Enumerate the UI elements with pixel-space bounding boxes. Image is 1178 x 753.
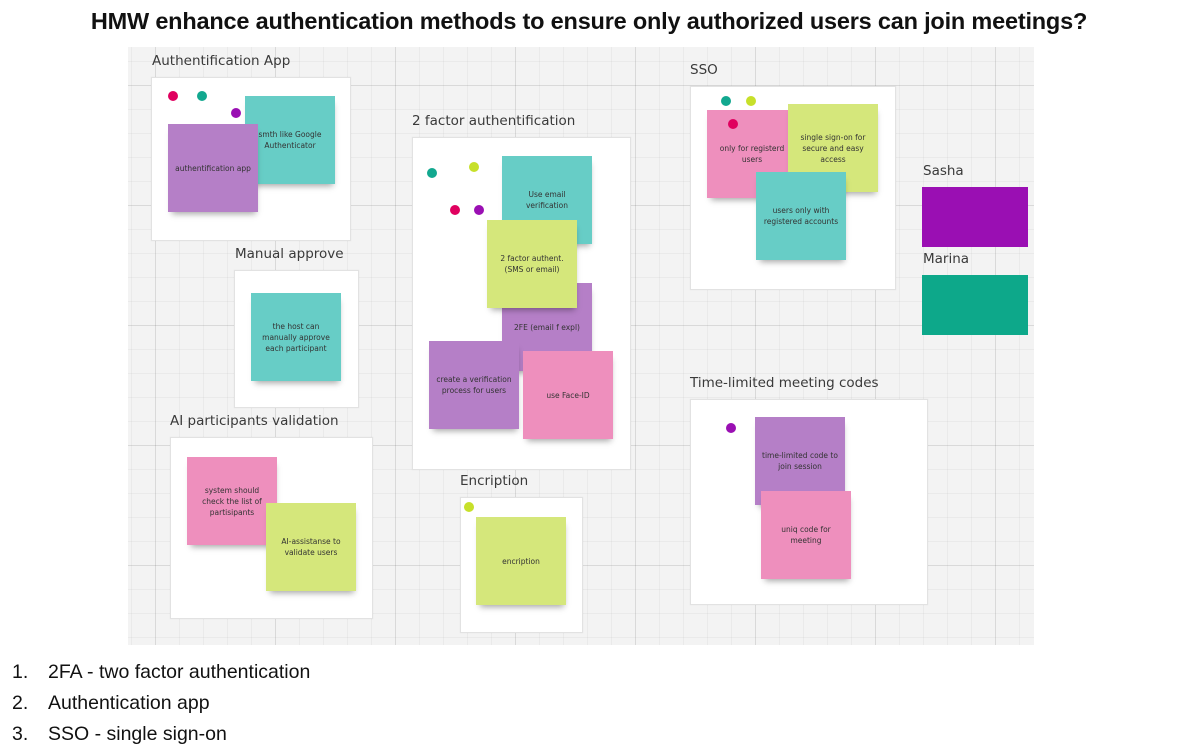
vote-dot — [168, 91, 178, 101]
vote-dot — [728, 119, 738, 129]
sticky-note[interactable]: uniq code for meeting — [761, 491, 851, 579]
frame-title-encription: Encription — [460, 473, 529, 489]
sticky-note[interactable]: create a verification process for users — [429, 341, 519, 429]
vote-dot — [726, 423, 736, 433]
frame-time-limited[interactable]: time-limited code to join session uniq c… — [690, 399, 928, 605]
frame-title-time-limited: Time-limited meeting codes — [690, 375, 879, 391]
frame-title-auth-app: Authentification App — [152, 53, 291, 69]
list-item: 1.2FA - two factor authentication — [12, 661, 311, 683]
vote-dot — [427, 168, 437, 178]
vote-dot — [746, 96, 756, 106]
frame-title-ai: AI participants validation — [170, 413, 339, 429]
sticky-note[interactable]: users only with registered accounts — [756, 172, 846, 260]
legend-label-sasha: Sasha — [923, 163, 964, 179]
frame-2fa[interactable]: Use email verification 2FE (email f expl… — [412, 137, 631, 470]
legend-swatch-sasha — [922, 187, 1028, 247]
frame-title-sso: SSO — [690, 62, 718, 78]
vote-dot — [464, 502, 474, 512]
list-item: 2.Authentication app — [12, 692, 210, 714]
frame-auth-app[interactable]: smth like Google Authenticator authentif… — [151, 77, 351, 241]
frame-manual[interactable]: the host can manually approve each parti… — [234, 270, 359, 408]
sticky-note[interactable]: 2 factor authent. (SMS or email) — [487, 220, 577, 308]
frame-title-2fa: 2 factor authentification — [412, 113, 576, 129]
vote-dot — [469, 162, 479, 172]
sticky-note[interactable]: system should check the list of partisip… — [187, 457, 277, 545]
frame-sso[interactable]: only for registerd users single sign-on … — [690, 86, 896, 290]
vote-dot — [450, 205, 460, 215]
sticky-note[interactable]: authentification app — [168, 124, 258, 212]
sticky-note[interactable]: encription — [476, 517, 566, 605]
priority-list: 1.2FA - two factor authentication 2.Auth… — [12, 657, 310, 750]
vote-dot — [231, 108, 241, 118]
sticky-note[interactable]: use Face-ID — [523, 351, 613, 439]
frame-ai[interactable]: system should check the list of partisip… — [170, 437, 373, 619]
sticky-note[interactable]: the host can manually approve each parti… — [251, 293, 341, 381]
frame-title-manual: Manual approve — [235, 246, 344, 262]
sticky-note[interactable]: AI-assistanse to validate users — [266, 503, 356, 591]
page-title: HMW enhance authentication methods to en… — [90, 8, 1088, 34]
frame-encription[interactable]: encription — [460, 497, 583, 633]
vote-dot — [474, 205, 484, 215]
whiteboard-canvas[interactable]: Authentification App smth like Google Au… — [128, 47, 1034, 645]
legend-label-marina: Marina — [923, 251, 970, 267]
legend-swatch-marina — [922, 275, 1028, 335]
sticky-note[interactable]: smth like Google Authenticator — [245, 96, 335, 184]
sticky-note[interactable]: time-limited code to join session — [755, 417, 845, 505]
vote-dot — [721, 96, 731, 106]
vote-dot — [197, 91, 207, 101]
list-item: 3.SSO - single sign-on — [12, 723, 227, 745]
